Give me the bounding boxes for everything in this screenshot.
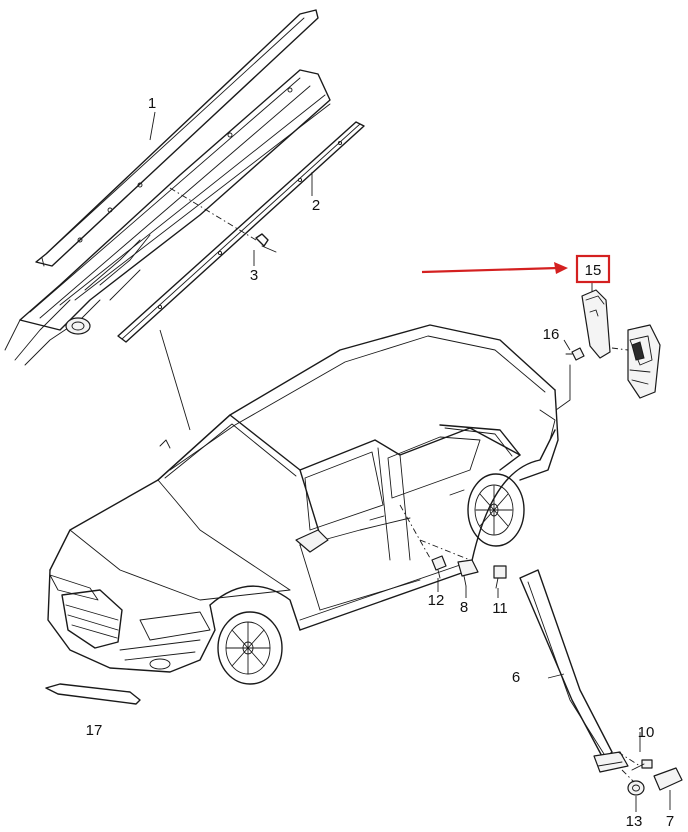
callout-16: 16 bbox=[543, 326, 560, 343]
callout-6: 6 bbox=[512, 669, 520, 686]
callout-1: 1 bbox=[148, 95, 156, 112]
highlight-arrow bbox=[421, 266, 559, 274]
callouts: 1 2 3 6 7 8 10 11 12 13 15 16 17 bbox=[86, 95, 675, 830]
callout-15: 15 bbox=[585, 262, 602, 279]
callout-3: 3 bbox=[250, 267, 258, 284]
highlight bbox=[421, 254, 611, 284]
leader-lines bbox=[149, 111, 671, 812]
callout-8: 8 bbox=[460, 599, 468, 616]
highlight-arrow-head bbox=[554, 262, 568, 274]
highlight-box bbox=[575, 254, 611, 284]
callout-11: 11 bbox=[492, 600, 508, 617]
callout-10: 10 bbox=[638, 724, 655, 741]
callout-13: 13 bbox=[626, 813, 643, 830]
tail-light-assembly bbox=[555, 289, 661, 411]
callout-17: 17 bbox=[86, 722, 103, 739]
callout-7: 7 bbox=[666, 813, 674, 830]
roof-rail-detail bbox=[4, 9, 365, 366]
car-body bbox=[47, 324, 559, 685]
callout-12: 12 bbox=[428, 592, 445, 609]
callout-2: 2 bbox=[312, 197, 320, 214]
door-trim-parts bbox=[45, 504, 683, 796]
